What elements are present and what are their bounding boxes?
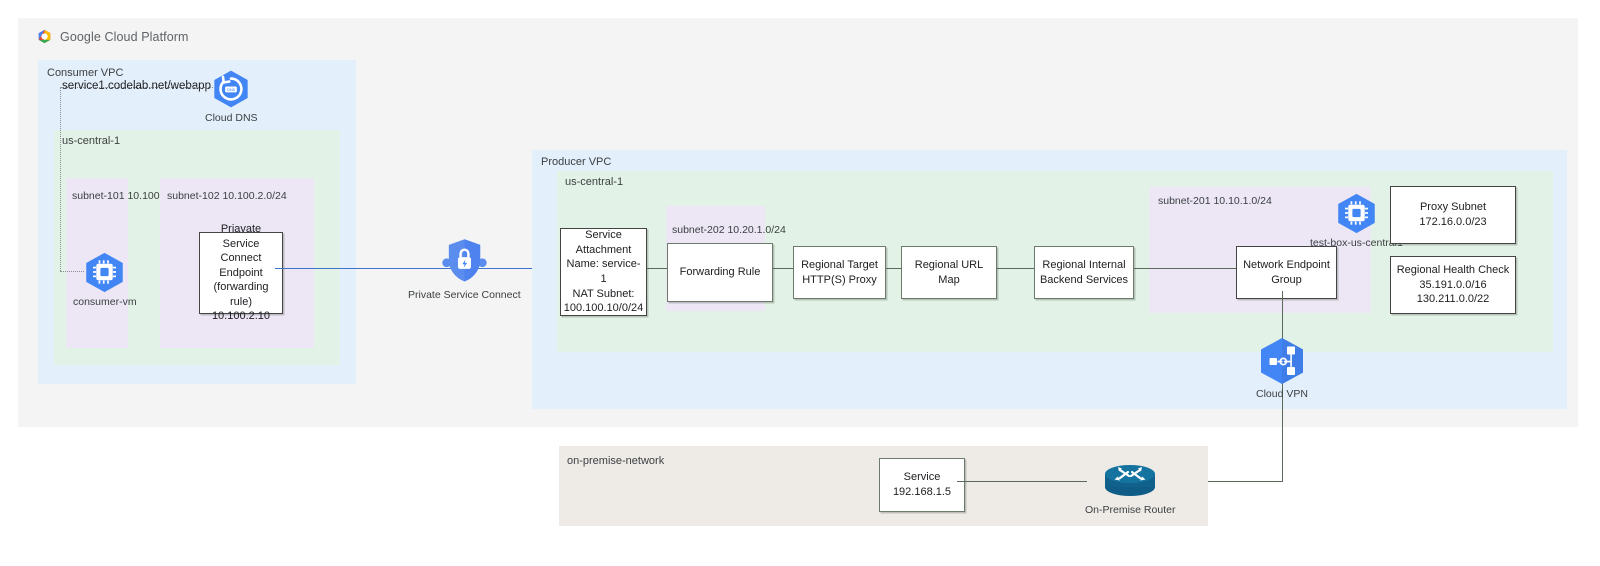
service-url-label: service1.codelab.net/webapp xyxy=(62,80,211,92)
health-check-line-2: 35.191.0.0/16 xyxy=(1419,278,1487,291)
cloud-dns-node[interactable]: DNS Cloud DNS xyxy=(205,69,258,126)
consumer-region-label: us-central-1 xyxy=(62,135,121,147)
subnet-202-label: subnet-202 10.20.1.0/24 xyxy=(672,223,786,237)
backend-services-line-1: Regional Internal xyxy=(1042,258,1126,271)
subnet-102-cidr: 10.100.2.0/24 xyxy=(222,190,287,202)
forwarding-rule-label: Forwarding Rule xyxy=(679,266,761,279)
producer-vpc-label: Producer VPC xyxy=(541,156,612,168)
regional-health-check-box[interactable]: Regional Health Check 35.191.0.0/16 130.… xyxy=(1390,256,1516,314)
psc-endpoint-line-1: Priavate Service xyxy=(220,223,262,250)
subnet-102-label: subnet-102 10.100.2.0/24 xyxy=(167,189,287,203)
on-premise-router-icon xyxy=(1105,465,1156,496)
neg-line-2: Group xyxy=(1271,273,1302,286)
psc-endpoint-line-4: 10.100.2.10 xyxy=(211,310,271,323)
target-proxy-line-1: Regional Target xyxy=(801,258,878,271)
link-proxy-to-urlmap xyxy=(878,268,901,270)
service-attachment-line-1: Service xyxy=(585,229,622,242)
subnet-202-cidr: 10.20.1.0/24 xyxy=(727,224,786,236)
on-premise-router-caption: On-Premise Router xyxy=(1085,504,1176,516)
subnet-201-cidr: 10.10.1.0/24 xyxy=(1213,195,1272,207)
test-box-vm-node[interactable]: test-box-us-central1 xyxy=(1310,192,1403,251)
subnet-202-name: subnet-202 xyxy=(672,224,725,236)
link-service-to-router xyxy=(957,481,1087,483)
on-premise-service-line-1: Service xyxy=(903,471,941,484)
google-cloud-platform-brand: Google Cloud Platform xyxy=(36,28,189,45)
dns-route-dotted-top xyxy=(60,87,190,88)
private-service-connect-node[interactable]: Private Service Connect xyxy=(408,236,521,303)
cloud-dns-caption: Cloud DNS xyxy=(205,112,258,126)
health-check-line-1: Regional Health Check xyxy=(1396,264,1510,277)
link-urlmap-to-backend xyxy=(989,268,1034,270)
subnet-201-label: subnet-201 10.10.1.0/24 xyxy=(1158,194,1272,208)
link-vpn-to-router xyxy=(1145,481,1283,483)
on-premise-router-node[interactable]: On-Premise Router xyxy=(1085,459,1175,518)
forwarding-rule-box[interactable]: Forwarding Rule xyxy=(667,243,773,302)
psc-blue-link-line xyxy=(275,268,560,270)
cloud-dns-label-1: Cloud xyxy=(205,112,233,124)
psc-endpoint-line-3: (forwarding rule) xyxy=(213,281,269,308)
service-attachment-line-3: Name: service-1 xyxy=(566,258,641,285)
private-service-connect-shield-icon xyxy=(442,239,487,282)
proxy-subnet-line-1: Proxy Subnet xyxy=(1419,201,1487,214)
cloud-dns-icon: DNS xyxy=(214,70,248,108)
link-backend-to-neg xyxy=(1126,268,1236,270)
on-premise-service-box[interactable]: Service 192.168.1.5 xyxy=(879,458,965,512)
psc-endpoint-line-2: Connect Endpoint xyxy=(219,252,263,279)
google-cloud-hexagon-logo-icon xyxy=(38,29,51,44)
cloud-dns-label-2: DNS xyxy=(235,112,258,124)
health-check-line-3: 130.211.0.0/22 xyxy=(1416,293,1490,306)
test-box-vm-caption: test-box-us-central1 xyxy=(1310,237,1403,249)
subnet-101-name: subnet-101 xyxy=(72,190,125,202)
link-neg-to-vpn-to-router xyxy=(1282,291,1284,481)
brand-name: Google Cloud Platform xyxy=(60,29,189,44)
proxy-subnet-line-2: 172.16.0.0/23 xyxy=(1419,216,1487,228)
private-service-connect-caption: Private Service Connect xyxy=(408,289,521,301)
network-endpoint-group-box[interactable]: Network Endpoint Group xyxy=(1236,246,1337,299)
consumer-vm-node[interactable]: consumer-vm xyxy=(73,251,137,310)
dns-route-dotted-left xyxy=(60,87,61,271)
link-fr-to-proxy xyxy=(765,268,793,270)
backend-services-box[interactable]: Regional Internal Backend Services xyxy=(1034,246,1134,299)
service-attachment-line-5: 100.100.10/0/24 xyxy=(563,302,644,315)
on-premise-network-label: on-premise-network xyxy=(567,455,665,467)
url-map-label: Regional URL Map xyxy=(914,258,984,286)
backend-services-line-2: Backend Services xyxy=(1039,273,1129,286)
service-attachment-line-4: NAT Subnet: xyxy=(572,287,635,300)
consumer-vm-caption: consumer-vm xyxy=(73,296,137,308)
link-sa-to-fr xyxy=(639,268,667,270)
cloud-vpn-icon xyxy=(1261,338,1303,384)
compute-engine-vm-icon xyxy=(1338,193,1375,234)
svg-text:DNS: DNS xyxy=(227,87,236,92)
cloud-vpn-node[interactable]: Cloud VPN xyxy=(1256,337,1308,402)
service-attachment-line-2: Attachment xyxy=(575,243,632,256)
compute-engine-vm-icon xyxy=(86,252,124,293)
neg-line-1: Network Endpoint xyxy=(1243,258,1330,271)
dns-route-dotted-to-dns xyxy=(188,87,213,88)
cloud-vpn-caption: Cloud VPN xyxy=(1256,388,1308,400)
target-proxy-line-2: HTTP(S) Proxy xyxy=(802,273,877,286)
regional-url-map-box[interactable]: Regional URL Map xyxy=(901,246,997,299)
subnet-201-name: subnet-201 xyxy=(1158,195,1211,207)
service-attachment-box[interactable]: Service Attachment Name: service-1 NAT S… xyxy=(560,228,647,316)
regional-target-proxy-box[interactable]: Regional Target HTTP(S) Proxy xyxy=(793,246,886,299)
on-premise-service-line-2: 192.168.1.5 xyxy=(892,486,952,498)
psc-endpoint-box[interactable]: Priavate Service Connect Endpoint (forwa… xyxy=(199,223,283,322)
producer-region-label: us-central-1 xyxy=(565,176,624,188)
proxy-subnet-box[interactable]: Proxy Subnet 172.16.0.0/23 xyxy=(1390,186,1516,244)
consumer-vpc-label: Consumer VPC xyxy=(47,67,124,79)
subnet-102-name: subnet-102 xyxy=(167,190,220,202)
dns-route-dotted-bottom xyxy=(60,271,84,272)
